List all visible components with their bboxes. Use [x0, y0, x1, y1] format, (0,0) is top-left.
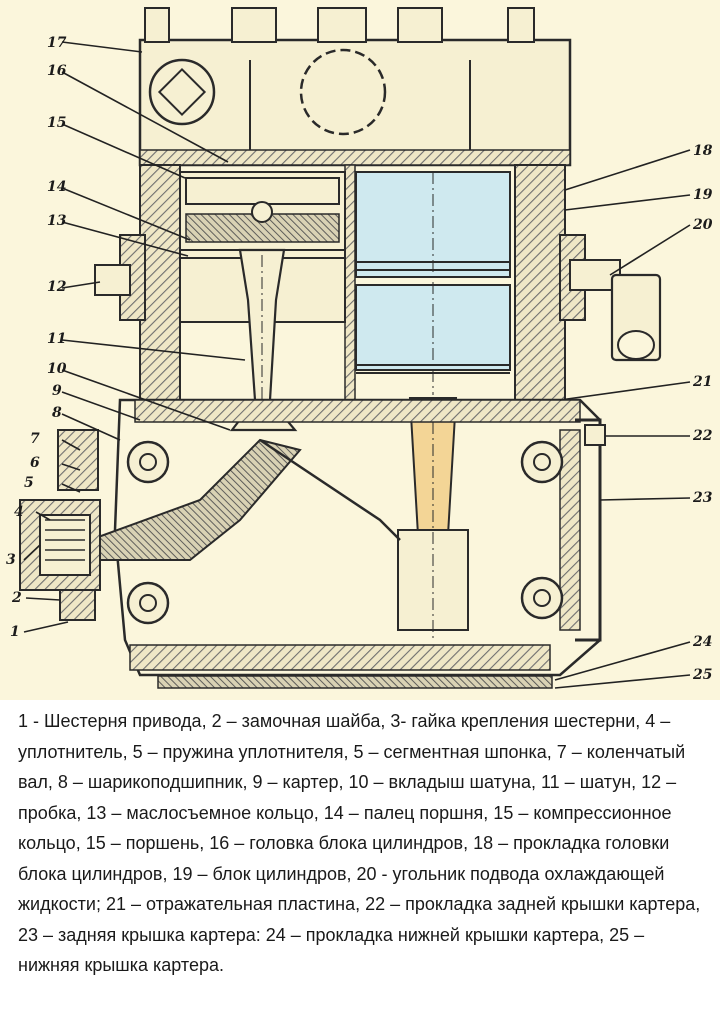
- callout-2: 2: [11, 590, 22, 606]
- callout-4: 4: [14, 504, 24, 520]
- legend-text: 1 - Шестерня привода, 2 – замочная шайба…: [18, 711, 701, 975]
- callout-6: 6: [30, 455, 40, 471]
- callout-8: 8: [52, 405, 62, 421]
- callout-25: 25: [692, 667, 712, 683]
- connecting-rod-right: [397, 397, 469, 640]
- callout-15: 15: [47, 115, 66, 131]
- callout-22: 22: [692, 428, 713, 444]
- fittings: [94, 259, 662, 446]
- parts-legend-caption: 1 - Шестерня привода, 2 – замочная шайба…: [18, 706, 708, 981]
- drive-gear-assembly: [19, 429, 101, 621]
- callout-17: 17: [47, 35, 67, 51]
- callout-20: 20: [692, 217, 713, 233]
- callout-7: 7: [30, 431, 40, 447]
- callout-3: 3: [6, 552, 16, 568]
- crankcase: [89, 398, 602, 689]
- cylinder-head: [138, 7, 572, 167]
- callout-12: 12: [47, 279, 67, 295]
- callout-11: 11: [47, 331, 66, 347]
- callout-10: 10: [47, 361, 67, 377]
- callout-13: 13: [47, 213, 67, 229]
- callout-9: 9: [52, 383, 62, 399]
- callout-5: 5: [24, 475, 34, 491]
- leader-lines: [23, 41, 691, 689]
- callout-19: 19: [693, 187, 713, 203]
- callout-1: 1: [10, 624, 20, 640]
- connecting-rod: [229, 248, 298, 432]
- callout-24: 24: [692, 634, 712, 650]
- callout-16: 16: [47, 63, 67, 79]
- callout-14: 14: [47, 179, 66, 195]
- callout-18: 18: [693, 143, 713, 159]
- callout-23: 23: [692, 490, 713, 506]
- compressor-cross-section-drawing: 17 16 15 14 13 12 11 10 9 8 7 6 5 4 3 2 …: [0, 0, 720, 700]
- callout-21: 21: [692, 374, 712, 390]
